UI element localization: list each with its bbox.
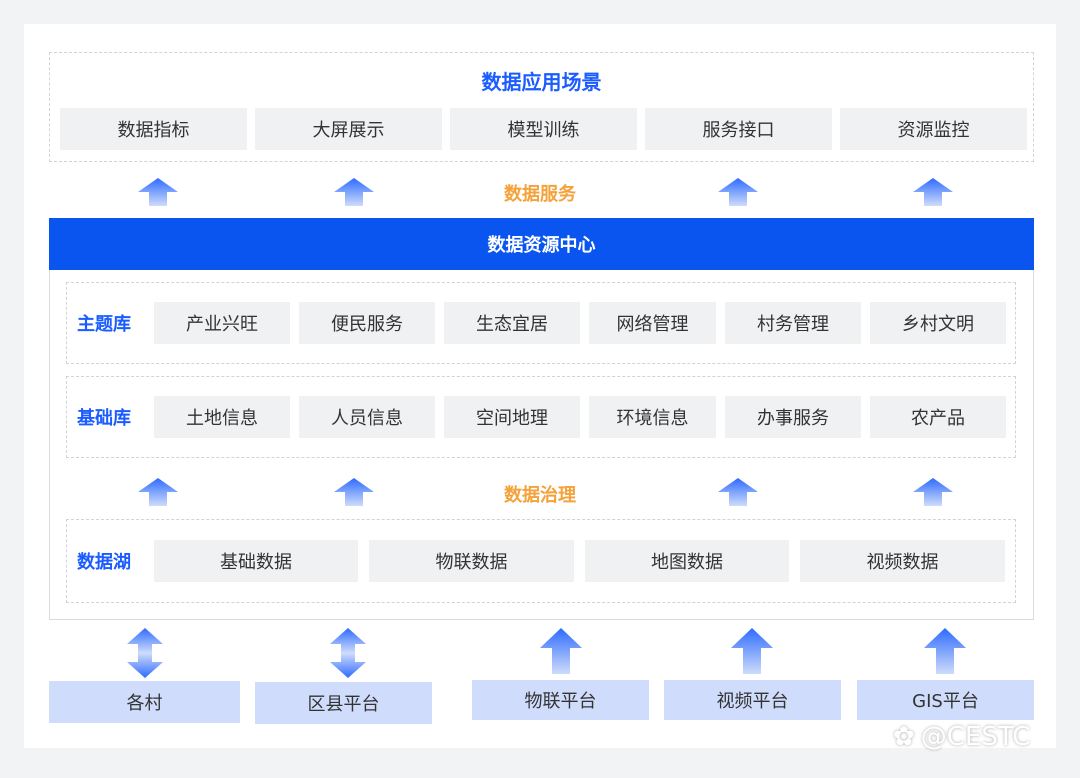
theme-box-5: 村务管理 bbox=[725, 302, 861, 344]
app-box-3: 模型训练 bbox=[450, 108, 637, 150]
up-arrow-icon bbox=[334, 478, 374, 506]
base-box-3: 空间地理 bbox=[444, 396, 580, 438]
up-arrow-icon bbox=[913, 478, 953, 506]
lake-box-1: 基础数据 bbox=[154, 540, 358, 582]
up-arrow-icon bbox=[540, 628, 582, 674]
theme-box-4: 网络管理 bbox=[589, 302, 716, 344]
app-box-1: 数据指标 bbox=[60, 108, 247, 150]
theme-library-panel bbox=[66, 282, 1016, 364]
app-box-4: 服务接口 bbox=[645, 108, 832, 150]
up-arrow-icon bbox=[718, 478, 758, 506]
up-arrow-icon bbox=[718, 178, 758, 206]
base-box-2: 人员信息 bbox=[299, 396, 435, 438]
base-box-5: 办事服务 bbox=[725, 396, 861, 438]
theme-box-3: 生态宜居 bbox=[444, 302, 580, 344]
source-video-platform: 视频平台 bbox=[664, 680, 841, 720]
base-library-panel bbox=[66, 376, 1016, 458]
up-arrow-icon bbox=[731, 628, 773, 674]
up-arrow-icon bbox=[924, 628, 966, 674]
lake-box-2: 物联数据 bbox=[369, 540, 574, 582]
base-box-6: 农产品 bbox=[870, 396, 1006, 438]
lake-box-4: 视频数据 bbox=[800, 540, 1005, 582]
governance-label: 数据治理 bbox=[504, 485, 576, 506]
bidirectional-arrow-icon bbox=[330, 628, 366, 678]
resource-center-title: 数据资源中心 bbox=[49, 218, 1034, 270]
watermark-text: @CESTC bbox=[920, 722, 1031, 752]
application-panel bbox=[49, 52, 1034, 162]
theme-box-2: 便民服务 bbox=[299, 302, 435, 344]
up-arrow-icon bbox=[138, 178, 178, 206]
source-village: 各村 bbox=[49, 681, 240, 723]
base-library-label: 基础库 bbox=[77, 408, 131, 429]
paw-icon: ✿ bbox=[893, 722, 915, 752]
data-lake-label: 数据湖 bbox=[77, 552, 131, 573]
up-arrow-icon bbox=[334, 178, 374, 206]
data-lake-panel bbox=[66, 519, 1016, 603]
watermark: ✿ @CESTC bbox=[893, 722, 1030, 752]
base-box-4: 环境信息 bbox=[589, 396, 716, 438]
app-box-5: 资源监控 bbox=[840, 108, 1027, 150]
application-title: 数据应用场景 bbox=[481, 70, 602, 94]
theme-library-label: 主题库 bbox=[77, 314, 131, 335]
source-iot-platform: 物联平台 bbox=[472, 680, 649, 720]
app-box-2: 大屏展示 bbox=[255, 108, 442, 150]
source-county-platform: 区县平台 bbox=[255, 682, 432, 724]
up-arrow-icon bbox=[138, 478, 178, 506]
base-box-1: 土地信息 bbox=[154, 396, 290, 438]
up-arrow-icon bbox=[913, 178, 953, 206]
theme-box-1: 产业兴旺 bbox=[154, 302, 290, 344]
service-label: 数据服务 bbox=[504, 184, 576, 205]
bidirectional-arrow-icon bbox=[127, 628, 163, 678]
theme-box-6: 乡村文明 bbox=[870, 302, 1006, 344]
lake-box-3: 地图数据 bbox=[585, 540, 789, 582]
source-gis-platform: GIS平台 bbox=[857, 680, 1034, 720]
